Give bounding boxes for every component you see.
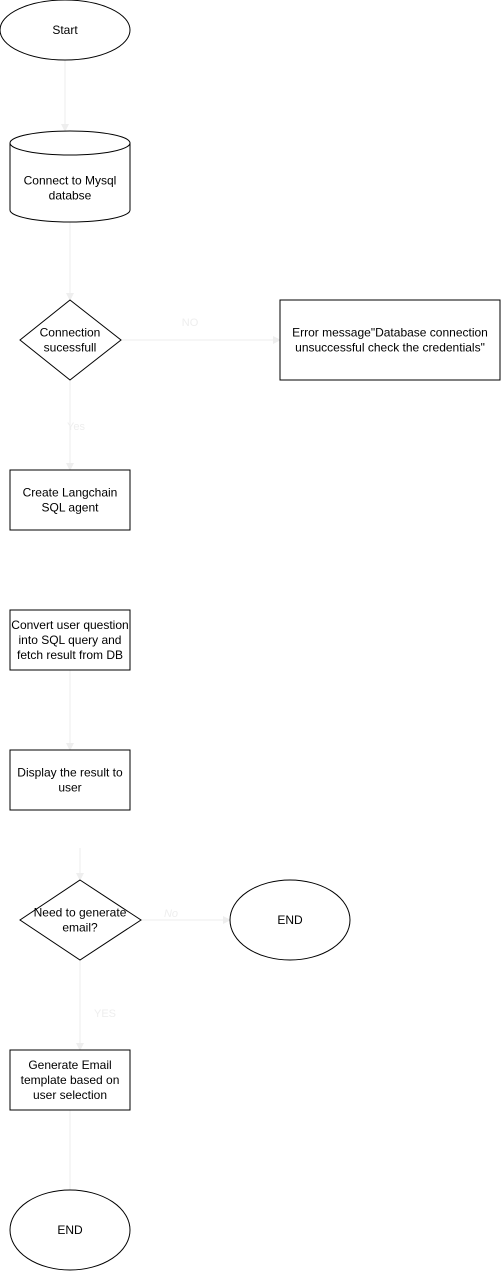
edge-label-email-no: No — [164, 908, 178, 920]
label-line: Convert user question — [11, 618, 128, 632]
label-line: END — [277, 913, 303, 927]
label-line: fetch result from DB — [17, 648, 123, 662]
edge-label-connection-yes: Yes — [67, 421, 85, 433]
end-bottom-node: END — [9, 1189, 131, 1271]
end-right-node: END — [229, 879, 351, 961]
edge-label-email-yes: YES — [94, 1008, 116, 1020]
label-line: END — [57, 1223, 83, 1237]
label-line: Need to generate — [34, 906, 127, 920]
label-line: user selection — [33, 1088, 107, 1102]
label-line: unsuccessful check the credentials" — [295, 341, 485, 355]
edge-label-connection-no: NO — [182, 317, 199, 329]
label-line: email? — [62, 921, 98, 935]
end-bottom-label: END — [57, 1223, 83, 1237]
start-node: Start — [0, 0, 131, 61]
end-right-label: END — [277, 913, 303, 927]
label-line: template based on — [21, 1073, 120, 1087]
label-line: Error message"Database connection — [292, 326, 488, 340]
label-line: Create Langchain — [23, 486, 118, 500]
label-line: into SQL query and — [19, 633, 122, 647]
label-line: sucessfull — [44, 341, 97, 355]
label-line: databse — [49, 189, 92, 203]
label-line: Start — [52, 23, 78, 37]
label-line: Connection — [40, 326, 101, 340]
label-line: Connect to Mysql — [24, 174, 117, 188]
label-line: Display the result to — [17, 766, 123, 780]
label-line: Generate Email — [28, 1058, 111, 1072]
label-line: user — [58, 781, 81, 795]
label-line: SQL agent — [42, 501, 100, 515]
start-label: Start — [52, 23, 78, 37]
